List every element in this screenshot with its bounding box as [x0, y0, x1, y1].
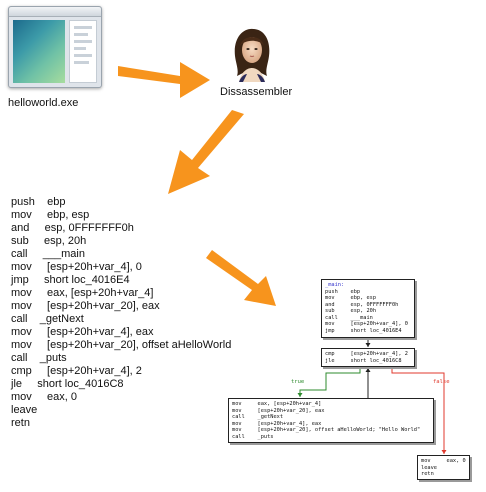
arrow-disassembler-to-listing-icon — [168, 110, 244, 194]
block-line: mov eax, 0 — [421, 458, 466, 464]
disassembler-portrait-icon — [234, 28, 270, 82]
disassembler-label: Dissassembler — [220, 86, 293, 98]
block-line: call _puts — [232, 433, 274, 440]
asm-line: and esp, 0FFFFFFF0h — [11, 222, 134, 234]
asm-line: mov eax, [esp+20h+var_4] — [11, 287, 154, 299]
asm-line: retn — [11, 417, 30, 429]
block-line: jmp short loc_4016E4 — [325, 327, 402, 334]
asm-line: jmp short loc_4016E4 — [11, 274, 130, 286]
true-edge-label: true — [291, 379, 305, 385]
asm-line: call _puts — [11, 352, 67, 364]
asm-line: mov eax, 0 — [11, 391, 78, 403]
edge-loop-back-head — [365, 368, 371, 372]
asm-line: mov [esp+20h+var_4], 0 — [11, 261, 142, 273]
block-line: mov [esp+20h+var_20], eax — [232, 407, 325, 414]
window-side-panel — [69, 20, 97, 83]
window-titlebar — [9, 7, 101, 17]
asm-line: call _getNext — [11, 313, 84, 325]
block-line: push ebp — [325, 288, 361, 295]
asm-line: mov [esp+20h+var_4], eax — [11, 326, 154, 338]
block-line: and esp, 0FFFFFFF0h — [325, 301, 399, 308]
exe-file-icon — [8, 6, 102, 88]
edge-false-head — [441, 450, 447, 454]
block-line: call _getNext — [232, 414, 284, 420]
asm-line: leave — [11, 404, 38, 416]
block-label: _main: — [325, 282, 345, 288]
arrow-exe-to-disassembler-icon — [118, 62, 210, 98]
block-line: retn — [421, 471, 434, 477]
block-line: sub esp, 20h — [325, 308, 377, 314]
exe-label: helloworld.exe — [8, 97, 79, 109]
block-line: call ___main — [325, 314, 373, 321]
asm-line: jle short loc_4016C8 — [11, 378, 124, 390]
block-line: cmp [esp+20h+var_4], 2 — [325, 351, 408, 357]
asm-line: call ___main — [11, 248, 85, 260]
asm-line: sub esp, 20h — [11, 235, 87, 247]
edge-true-head — [297, 393, 303, 397]
block-line: mov [esp+20h+var_20], offset aHelloWorld… — [232, 427, 421, 433]
false-edge-label: false — [433, 379, 450, 385]
edge-main-to-cmp-head — [365, 343, 371, 347]
block-line: jle short loc_4016C8 — [325, 357, 402, 364]
asm-line: mov ebp, esp — [11, 209, 90, 221]
asm-line: mov [esp+20h+var_20], eax — [11, 300, 160, 312]
edge-true — [299, 367, 361, 397]
window-client-area — [13, 20, 65, 83]
block-line: leave — [421, 464, 437, 471]
block-line: mov [esp+20h+var_4], eax — [232, 420, 322, 427]
asm-line: push ebp — [11, 196, 66, 208]
block-line: mov [esp+20h+var_4], 0 — [325, 321, 408, 327]
graph-block-loop: mov eax, [esp+20h+var_4]mov [esp+20h+var… — [228, 398, 434, 443]
block-line: mov eax, [esp+20h+var_4] — [232, 401, 322, 407]
asm-line: cmp [esp+20h+var_4], 2 — [11, 365, 142, 377]
block-line: mov ebp, esp — [325, 295, 377, 301]
asm-line: mov [esp+20h+var_20], offset aHelloWorld — [11, 339, 232, 351]
